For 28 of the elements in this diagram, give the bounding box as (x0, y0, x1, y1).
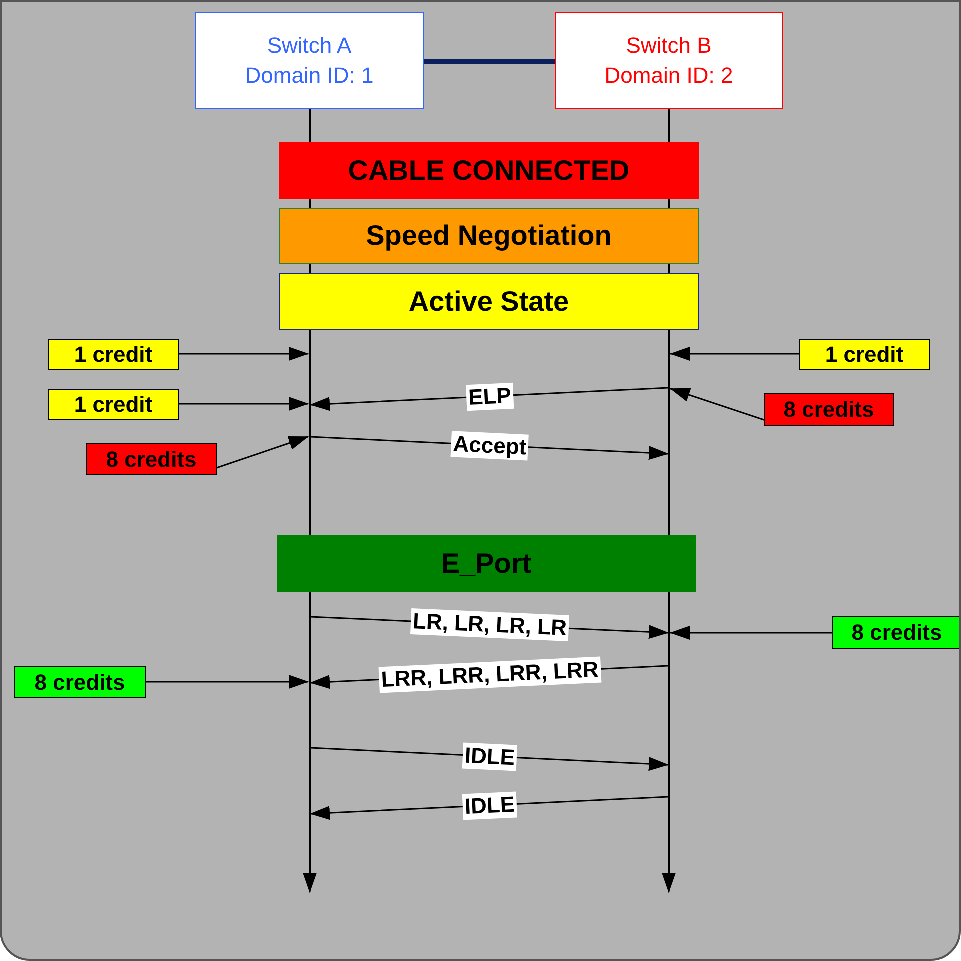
switch-box: Switch B Domain ID: 2 (555, 12, 783, 109)
arrow (662, 873, 676, 893)
credit-tag: 8 credits (832, 616, 959, 649)
edge-label: ELP (466, 382, 514, 411)
credit-tag: 1 credit (48, 339, 179, 370)
switch-box: Switch A Domain ID: 1 (195, 12, 424, 109)
credit-tag: 8 credits (86, 443, 217, 475)
link-line (670, 626, 833, 640)
edge-label: LRR, LRR, LRR, LRR (378, 656, 601, 693)
credit-tag: 8 credits (14, 666, 146, 698)
link-line (178, 397, 309, 411)
link-line (216, 436, 309, 469)
edge-label: LR, LR, LR, LR (410, 608, 569, 642)
state-banner: CABLE CONNECTED (279, 142, 699, 199)
arrow (303, 873, 317, 893)
link-line (670, 388, 765, 421)
state-banner: Speed Negotiation (279, 208, 699, 264)
state-banner: E_Port (277, 535, 696, 592)
credit-tag: 1 credit (799, 339, 930, 370)
credit-tag: 1 credit (48, 389, 179, 420)
state-banner: Active State (279, 273, 699, 330)
edge-label: IDLE (462, 742, 518, 771)
link-line (145, 675, 309, 689)
credit-tag: 8 credits (764, 393, 894, 426)
edge-label: Accept (450, 430, 529, 460)
link-line (670, 347, 800, 361)
edge-label: IDLE (462, 791, 518, 820)
link-line (178, 347, 309, 361)
